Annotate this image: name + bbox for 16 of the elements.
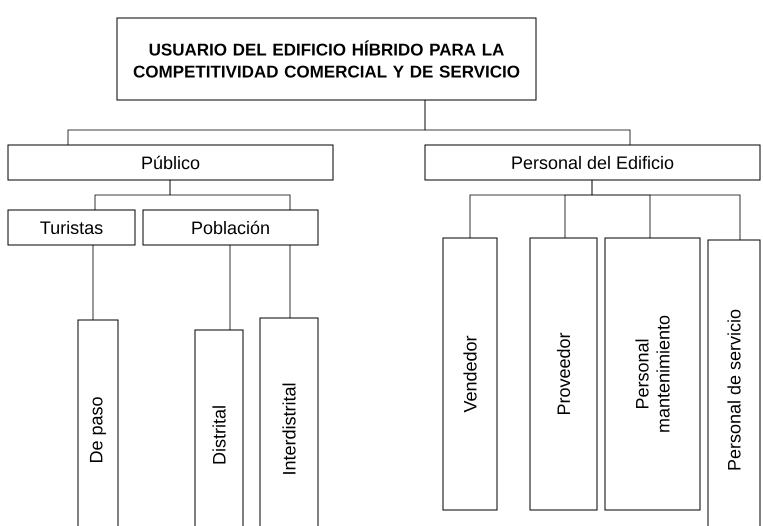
category-box: Población xyxy=(142,209,318,246)
subcategory-box: Proveedor xyxy=(530,237,598,510)
subcategory-box: Interdistrital xyxy=(260,317,318,526)
subcategory-box: De paso xyxy=(78,319,118,526)
connector-line xyxy=(92,244,94,320)
category-box: Público xyxy=(8,144,334,180)
subcategory-box: Personal de servicio xyxy=(708,239,760,526)
category-box: Personal del Edificio xyxy=(424,144,760,180)
connector-line xyxy=(592,180,740,240)
subcategory-box: Distrital xyxy=(194,329,244,526)
connector-line xyxy=(170,180,290,210)
subcategory-box: Personal mantenimiento xyxy=(604,237,700,510)
connector-line xyxy=(424,100,630,146)
category-box: Turistas xyxy=(8,209,136,246)
title-box: USUARIO DEL EDIFICIO HÍBRIDO PARA LA COMPETITIVIDAD COMERCIAL Y DE SERVICIO xyxy=(116,18,536,100)
subcategory-box: Vendedor xyxy=(442,237,498,510)
